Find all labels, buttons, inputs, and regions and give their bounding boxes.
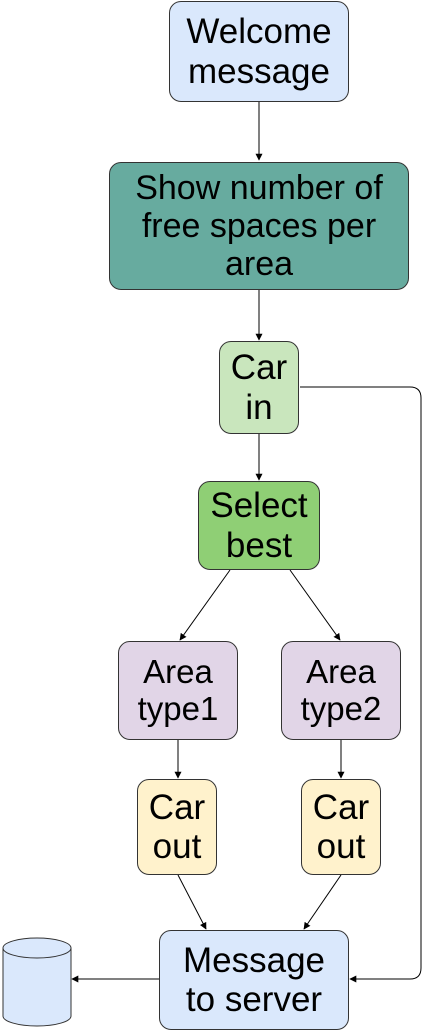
car-in-node: Car in [219, 341, 299, 434]
welcome-message-node: Welcome message [169, 1, 349, 102]
welcome-message-text: Welcome message [186, 12, 332, 91]
edge-car-in-to-message-loop [300, 386, 422, 983]
edge-car-out-2-to-message [303, 874, 342, 930]
car-out-1-text: Car out [148, 787, 206, 866]
area-type1-node: Area type1 [118, 641, 238, 740]
message-to-server-text: Message to server [182, 940, 326, 1019]
free-spaces-text: Show number of free spaces per area [135, 168, 383, 284]
car-out-2-text: Car out [312, 787, 370, 866]
area-type2-node: Area type2 [281, 641, 401, 740]
select-best-text: Select best [210, 486, 308, 565]
area-type2-text: Area type2 [300, 652, 382, 727]
database-body [2, 948, 72, 1027]
car-out-2-node: Car out [301, 779, 381, 875]
message-to-server-node: Message to server [159, 930, 349, 1030]
car-out-1-node: Car out [137, 779, 217, 875]
database-top [2, 937, 72, 959]
database-icon [2, 937, 72, 1027]
area-type1-text: Area type1 [137, 652, 219, 727]
car-in-text: Car in [230, 348, 288, 427]
free-spaces-node: Show number of free spaces per area [109, 162, 409, 290]
edge-select-best-to-area-type1 [179, 569, 231, 641]
edge-select-best-to-area-type2 [289, 569, 341, 641]
select-best-node: Select best [198, 481, 320, 570]
edge-car-out-1-to-message [177, 874, 207, 930]
